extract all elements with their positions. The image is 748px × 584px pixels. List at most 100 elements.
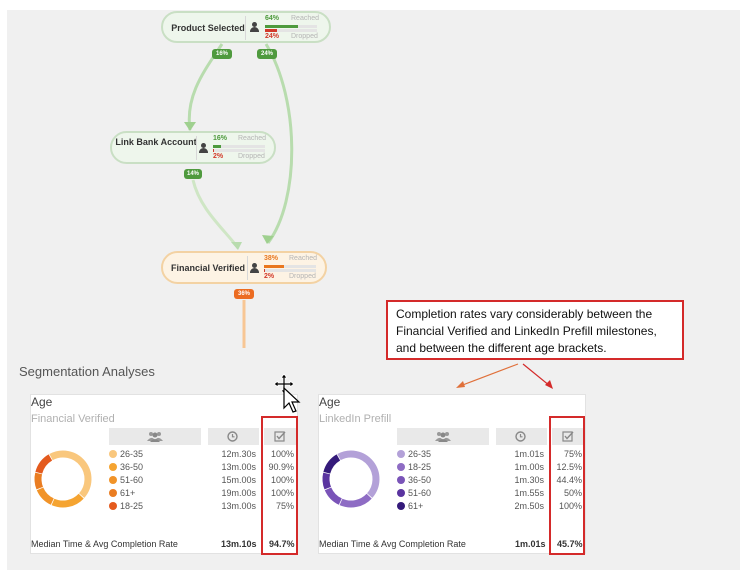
donut-segment-36-50: [51, 493, 84, 508]
reached-pct: 16%: [213, 135, 228, 142]
dropped-bar: [213, 149, 265, 152]
dropped-label: Dropped: [289, 273, 316, 280]
divider: [245, 16, 246, 40]
legend-dot: [109, 502, 117, 510]
dropped-bar: [265, 29, 317, 32]
legend-dot: [397, 463, 405, 471]
age-label: 36-50: [408, 475, 432, 485]
donut-segment-61+: [34, 472, 44, 490]
completion-rate: 90.9%: [268, 462, 294, 472]
clock-icon: [515, 431, 526, 442]
checkbox-check-icon: [274, 431, 286, 442]
donut-segment-18-25: [35, 454, 53, 474]
callout-arrow-right: [522, 363, 551, 387]
reached-bar: [213, 145, 265, 148]
dropped-label: Dropped: [291, 33, 318, 40]
completion-rate: 100%: [270, 475, 294, 485]
donut-segment-18-25: [339, 493, 372, 508]
age-label: 26-35: [408, 449, 432, 459]
column-header-completion[interactable]: [264, 428, 297, 445]
clock-icon: [227, 431, 238, 442]
divider: [247, 256, 248, 280]
donut-segment-51-60: [36, 487, 55, 505]
median-time: 13m.00s: [221, 462, 256, 472]
person-icon: [250, 263, 260, 273]
column-header-users[interactable]: [109, 428, 201, 445]
flow-badge: 14%: [184, 169, 202, 179]
completion-rate: 100%: [270, 449, 294, 459]
highlight-box: [261, 416, 298, 555]
donut-chart: [322, 450, 380, 508]
dropped-label: Dropped: [238, 153, 265, 160]
median-time: 19m.00s: [221, 488, 256, 498]
users-icon: [147, 432, 163, 442]
connector-link-to-financial: [191, 179, 240, 249]
median-time: 12m.30s: [221, 449, 256, 459]
completion-rate: 12.5%: [556, 462, 582, 472]
arrowhead: [184, 122, 196, 131]
card-title: Age: [319, 395, 341, 409]
pointer-cursor-icon: [283, 386, 301, 413]
dropped-bar: [264, 269, 316, 272]
age-label: 26-35: [120, 449, 144, 459]
funnel-node-product-selected[interactable]: Product Selected 64% Reached 24% Dropped: [161, 11, 331, 43]
connector-product-to-financial: [264, 43, 294, 244]
age-label: 61+: [120, 488, 136, 498]
card-subtitle: LinkedIn Prefill: [319, 413, 392, 425]
reached-bar-fill: [213, 145, 222, 148]
legend-dot: [397, 450, 405, 458]
funnel-node-financial-verified[interactable]: Financial Verified 38% Reached 2% Droppe…: [161, 251, 327, 284]
reached-bar-fill: [265, 25, 299, 28]
age-label: 36-50: [120, 462, 144, 472]
flow-badge: 16%: [212, 49, 232, 59]
column-header-users[interactable]: [397, 428, 489, 445]
median-time: 1m.30s: [514, 475, 544, 485]
person-icon: [250, 22, 260, 32]
age-label: 51-60: [408, 488, 432, 498]
arrowhead: [262, 235, 274, 244]
completion-rate: 100%: [558, 501, 582, 511]
column-header-completion[interactable]: [552, 428, 585, 445]
flow-badge: 36%: [234, 289, 254, 299]
age-row-36-50[interactable]: 36-50 13m.00s 90.9%: [109, 461, 297, 474]
reached-bar: [264, 265, 316, 268]
reached-label: Reached: [291, 15, 320, 22]
age-row-26-35[interactable]: 26-35 12m.30s 100%: [109, 448, 297, 461]
footer-label: Median Time & Avg Completion Rate: [319, 539, 466, 549]
median-time: 1m.01s: [514, 449, 544, 459]
median-time: 15m.00s: [221, 475, 256, 485]
dropped-pct: 2%: [213, 153, 224, 160]
divider: [196, 136, 197, 160]
funnel-node-link-bank-account[interactable]: Link Bank Account 16% Reached 2% Dropped: [110, 131, 276, 164]
arrowhead: [545, 380, 553, 389]
age-row-61+[interactable]: 61+ 19m.00s 100%: [109, 487, 297, 500]
reached-label: Reached: [289, 255, 318, 262]
node-title: Financial Verified: [170, 263, 246, 273]
card-title: Age: [31, 395, 53, 409]
completion-rate: 100%: [270, 488, 294, 498]
annotation-callout: Completion rates vary considerably betwe…: [386, 300, 684, 360]
dropped-pct: 24%: [265, 33, 280, 40]
reached-pct: 38%: [264, 255, 279, 262]
arrowhead: [456, 381, 465, 388]
checkbox-check-icon: [562, 431, 574, 442]
column-header-time[interactable]: [496, 428, 547, 445]
column-header-time[interactable]: [208, 428, 259, 445]
legend-dot: [397, 489, 405, 497]
highlight-box: [549, 416, 585, 555]
reached-bar-fill: [264, 265, 284, 268]
legend-dot: [109, 463, 117, 471]
age-label: 18-25: [120, 501, 144, 511]
donut-segment-51-60: [322, 472, 332, 490]
dropped-bar-fill: [213, 149, 215, 152]
age-label: 61+: [408, 501, 424, 511]
